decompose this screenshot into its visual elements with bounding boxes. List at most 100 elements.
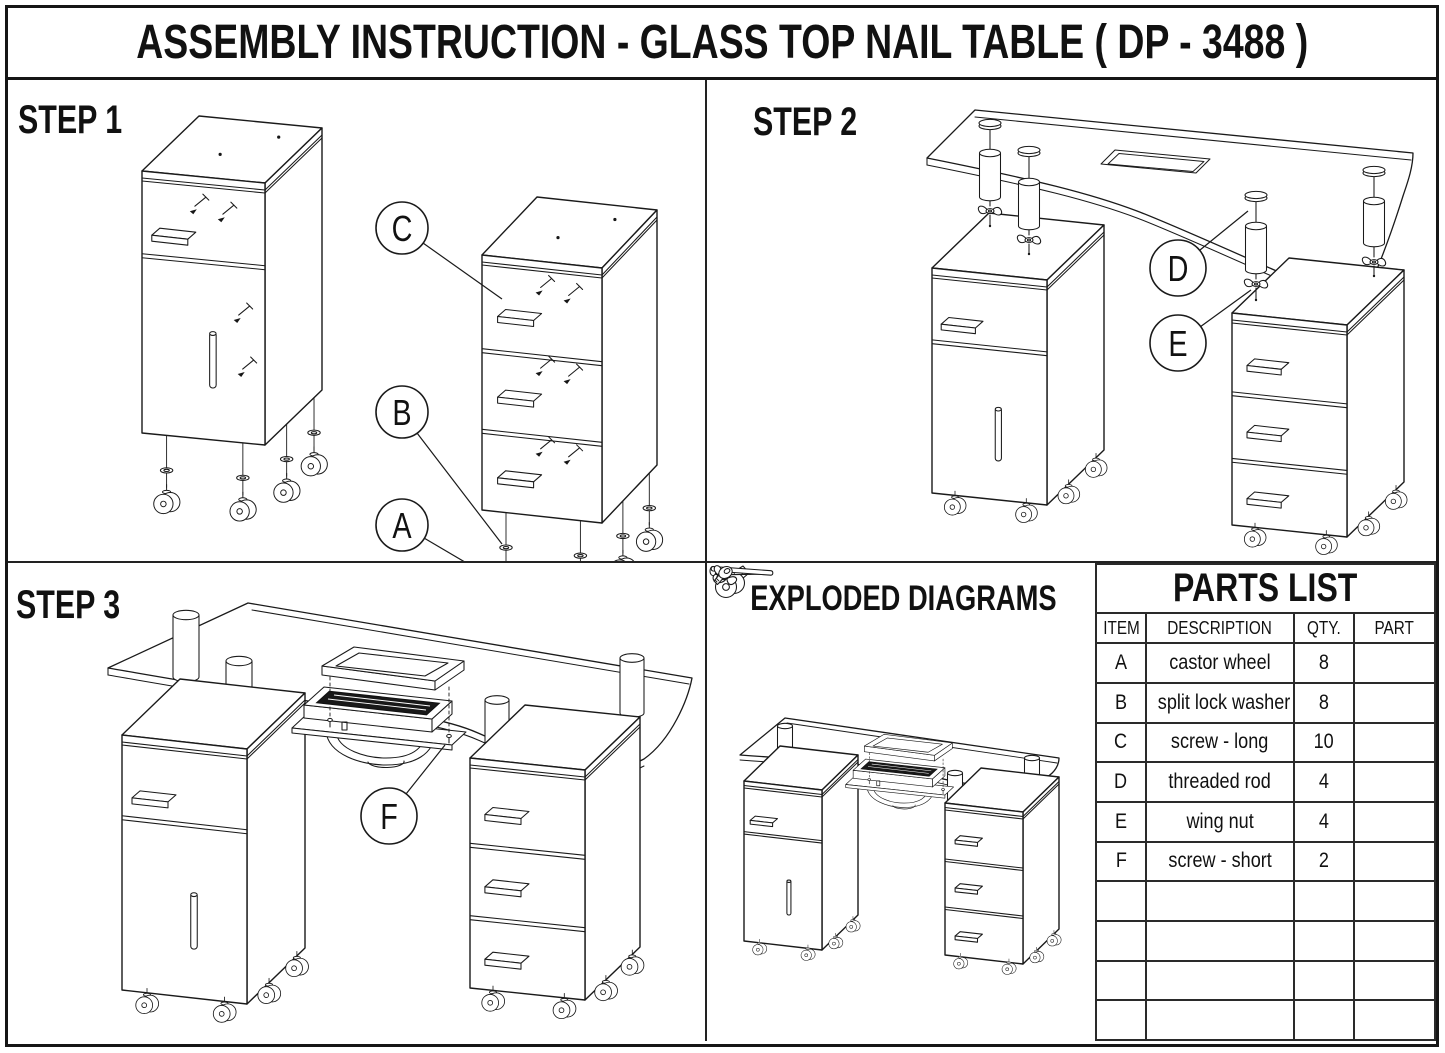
castor-wheel-drawing: [285, 951, 309, 978]
callout-d: D: [1149, 239, 1207, 297]
callout-a-circle: [375, 498, 429, 552]
table-row: F screw - short 2: [713, 565, 1436, 883]
bottom-right-panel: EXPLODED DIAGRAMS PARTS LIST ITEM DESCRI…: [707, 563, 1436, 1041]
part-cell: [713, 565, 1436, 883]
table-row: D threaded rod 4: [710, 565, 1436, 803]
qty-cell: 2: [1293, 840, 1355, 883]
castor-wheel-drawing: [1357, 511, 1381, 537]
callout-b: B: [375, 385, 429, 439]
empty-row: [1095, 999, 1436, 1041]
parts-list-panel: PARTS LIST ITEM DESCRIPTION QTY. PART A …: [709, 563, 1436, 1041]
empty-row: [1095, 959, 1436, 1002]
col-qty: QTY.: [1293, 611, 1355, 645]
callout-e-label: E: [1168, 323, 1187, 364]
castor-wheel-drawing: [953, 953, 969, 970]
leader-line-c: [422, 242, 503, 300]
vent-unit-drawing: [291, 646, 467, 769]
callout-d-label: D: [1168, 248, 1189, 289]
title-bar: ASSEMBLY INSTRUCTION - GLASS TOP NAIL TA…: [8, 8, 1436, 80]
castor-wheel-drawing: [1315, 530, 1338, 555]
item-cell: E: [1095, 800, 1147, 843]
castor-wheel-drawing: [273, 472, 301, 503]
castor-wheel-drawing: [1084, 453, 1108, 478]
description-cell: screw - short: [1145, 840, 1295, 883]
leader-line-d: [1199, 210, 1249, 251]
col-item: ITEM: [1095, 611, 1147, 645]
table-row: A castor wheel 8: [714, 565, 1436, 684]
exploded-diagram: [739, 717, 1062, 975]
description-cell: wing nut: [1145, 800, 1295, 843]
callout-f-circle: [360, 787, 418, 845]
step3-label: STEP 3: [16, 583, 121, 627]
castor-wheel-drawing: [1057, 479, 1081, 505]
callout-a-label: A: [392, 505, 411, 546]
empty-row: [1095, 919, 1436, 962]
part-cell: [710, 565, 1436, 803]
item-cell: C: [1095, 721, 1147, 764]
castor-wheel-drawing: [845, 916, 861, 933]
callout-a: A: [375, 498, 429, 552]
castor-wheel-drawing: [229, 491, 257, 522]
sheet-grid: STEP 1 C B A STEP 2: [8, 80, 1436, 1041]
cabinet-drawing: [1231, 257, 1408, 555]
cabinet-drawing: [121, 678, 309, 1023]
callout-b-circle: [375, 385, 429, 439]
exploded-drawing: [739, 717, 1062, 975]
castor-wheel-drawing: [828, 932, 844, 950]
item-cell: D: [1095, 761, 1147, 803]
step2-label: STEP 2: [753, 100, 858, 144]
step1-diagram: C B A: [141, 115, 664, 561]
step3-panel: STEP 3 F: [8, 563, 707, 1041]
description-cell: castor wheel: [1145, 642, 1295, 684]
qty-cell: 4: [1293, 761, 1355, 803]
leader-line-e: [1199, 289, 1252, 328]
callout-d-circle: [1149, 239, 1207, 297]
castor-wheel-drawing: [1243, 522, 1267, 548]
part-cell: [714, 565, 1436, 684]
leader-line-f: [405, 744, 446, 795]
step2-panel: STEP 2 D E: [707, 80, 1436, 563]
vent-unit-drawing: [845, 733, 954, 810]
empty-row: [1095, 880, 1436, 922]
callout-c: C: [375, 201, 429, 255]
description-cell: split lock washer: [1145, 681, 1295, 724]
castor-wheel-drawing: [594, 975, 618, 1002]
step1-drawing: [141, 115, 664, 561]
table-row: B split lock washer 8: [712, 570, 1436, 724]
step2-diagram: D E: [926, 109, 1414, 555]
step1-label: STEP 1: [18, 98, 123, 142]
item-cell: A: [1095, 642, 1147, 684]
callout-e-circle: [1149, 314, 1207, 372]
castor-wheel-drawing: [1001, 958, 1017, 975]
leader-line-a: [423, 537, 465, 561]
part-cell: [713, 565, 1436, 843]
table-row: C screw - long 10: [709, 565, 1436, 764]
castor-wheel-drawing: [943, 490, 967, 516]
cabinet-drawing: [743, 745, 861, 961]
description-cell: threaded rod: [1145, 761, 1295, 803]
qty-cell: 8: [1293, 642, 1355, 684]
castor-wheel-drawing: [1015, 498, 1038, 523]
cabinet-drawing: [931, 212, 1108, 523]
page-title: ASSEMBLY INSTRUCTION - GLASS TOP NAIL TA…: [136, 16, 1308, 69]
qty-cell: 8: [1293, 681, 1355, 724]
callout-f-label: F: [380, 796, 398, 837]
part-cell: [709, 565, 1436, 764]
col-part: PART: [1353, 611, 1436, 645]
item-cell: B: [1095, 681, 1147, 724]
cabinet-drawing: [944, 767, 1062, 975]
castor-wheel-drawing: [552, 993, 577, 1020]
sheet-frame: ASSEMBLY INSTRUCTION - GLASS TOP NAIL TA…: [5, 5, 1439, 1047]
cabinet-drawing: [469, 704, 645, 1020]
castor-wheel-drawing: [212, 996, 237, 1023]
col-description: DESCRIPTION: [1145, 611, 1295, 645]
castor-wheel-drawing: [800, 944, 816, 961]
exploded-heading: EXPLODED DIAGRAMS: [750, 579, 1057, 618]
castor-wheel-drawing: [300, 446, 328, 477]
threaded-rod-assemblies: [977, 118, 1387, 302]
exploded-heading-wrap: EXPLODED DIAGRAMS: [707, 579, 1095, 619]
castor-wheel-drawing: [752, 939, 768, 956]
parts-list-title-row: PARTS LIST: [1095, 563, 1436, 614]
callout-b-label: B: [392, 392, 411, 433]
